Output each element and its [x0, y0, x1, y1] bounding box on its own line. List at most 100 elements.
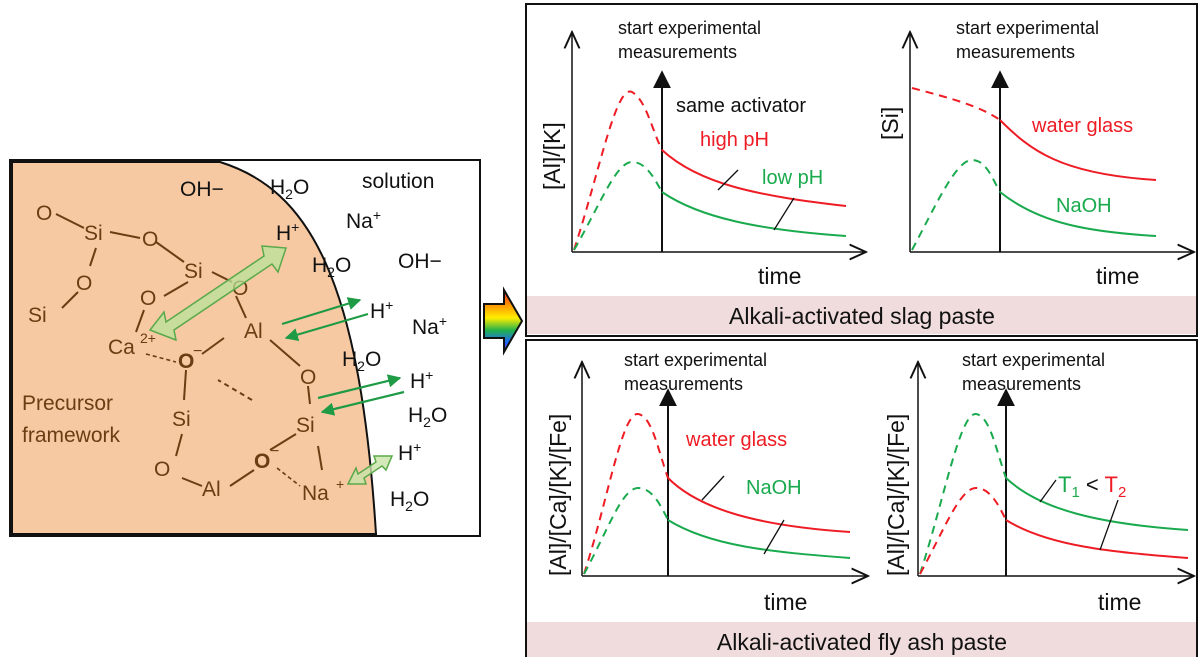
- label-pointer: [763, 519, 785, 555]
- atom-o-bridging: O: [254, 450, 270, 473]
- temperature-label: T1 < T2: [1058, 472, 1126, 501]
- y-axis-label: [Al]/[Ca]/[K]/[Fe]: [545, 414, 571, 576]
- solution-species: solution OH− H2O Na+ H+ H2O OH− H+ Na+ H…: [180, 170, 447, 514]
- label-pointer: [773, 197, 795, 231]
- atom-o-charge: −: [270, 443, 279, 460]
- proton: H+: [276, 219, 299, 245]
- chart-slag-si: start experimental measurements [Si] tim…: [877, 18, 1194, 289]
- red-solid-curve: [1005, 519, 1189, 559]
- green-dashed-curve: [919, 413, 1007, 575]
- x-axis-label: time: [764, 589, 807, 615]
- top-banner-label: Alkali-activated slag paste: [729, 303, 995, 329]
- label-pointer: [1039, 479, 1057, 503]
- atom-si: Si: [172, 408, 191, 431]
- green-solid-curve: [999, 191, 1157, 237]
- water: H2O: [408, 404, 447, 430]
- x-axis-label: time: [1098, 589, 1141, 615]
- sodium-ion: Na+: [346, 207, 381, 233]
- water: H2O: [342, 348, 381, 374]
- green-solid-curve: [1005, 477, 1189, 531]
- framework-label: Precursor: [22, 392, 113, 415]
- start-label: start experimental: [956, 18, 1099, 38]
- atom-ca: Ca: [108, 336, 135, 359]
- atom-o: O: [142, 228, 158, 251]
- transition-arrow: [483, 286, 524, 356]
- green-solid-curve: [661, 191, 847, 237]
- bottom-banner-label: Alkali-activated fly ash paste: [717, 629, 1007, 655]
- proton-release-arrow: [281, 297, 362, 326]
- chart-slag-al-k: start experimental measurements [Al]/[K]…: [539, 18, 866, 289]
- atom-si: Si: [296, 414, 315, 437]
- y-axis-label: [Al]/[K]: [539, 122, 565, 190]
- red-solid-curve: [661, 149, 847, 207]
- sodium-exchange-arrow: [346, 455, 394, 485]
- hydroxide-ion: OH−: [398, 250, 442, 273]
- red-solid-curve: [999, 119, 1157, 181]
- chart-flyash-temperature: start experimental measurements [Al]/[Ca…: [883, 350, 1194, 615]
- start-label: start experimental: [624, 350, 767, 370]
- top-banner: [527, 296, 1196, 334]
- proton: H+: [410, 367, 433, 393]
- label-pointer: [717, 169, 739, 191]
- red-dashed-curve: [911, 87, 1001, 121]
- atom-o: O: [36, 202, 52, 225]
- framework-label: framework: [22, 424, 121, 447]
- red-dashed-curve: [573, 90, 663, 251]
- ionic-bonds: [145, 353, 301, 487]
- bottom-panel-frame: [525, 339, 1198, 657]
- series-label-green: low pH: [762, 167, 823, 189]
- start-label: measurements: [956, 42, 1075, 62]
- atom-o-bridging: O: [178, 350, 194, 373]
- atom-al: Al: [244, 320, 263, 343]
- proton: H+: [398, 439, 421, 465]
- proton-release-arrow: [317, 374, 402, 400]
- atom-ca-charge: 2+: [140, 330, 156, 346]
- atom-si: Si: [184, 260, 203, 283]
- solution-label: solution: [362, 170, 434, 193]
- series-label-green: NaOH: [1056, 195, 1112, 217]
- green-dashed-curve: [583, 486, 669, 575]
- x-axis-label: time: [758, 263, 801, 289]
- atom-si: Si: [28, 304, 47, 327]
- atom-o: O: [154, 458, 170, 481]
- green-dashed-curve: [573, 160, 663, 251]
- chart-flyash-activator: start experimental measurements [Al]/[Ca…: [545, 350, 868, 615]
- x-axis-label: time: [1096, 263, 1139, 289]
- start-label: measurements: [618, 42, 737, 62]
- red-solid-curve: [667, 477, 851, 533]
- water: H2O: [270, 176, 309, 202]
- series-label-red: high pH: [700, 129, 769, 151]
- start-label: measurements: [624, 374, 743, 394]
- atom-o: O: [76, 272, 92, 295]
- start-label: measurements: [962, 374, 1081, 394]
- y-axis-label: [Al]/[Ca]/[K]/[Fe]: [883, 414, 909, 576]
- right-panel: Alkali-activated slag paste Alkali-activ…: [525, 3, 1198, 657]
- red-dashed-curve: [919, 486, 1007, 575]
- calcium-exchange-arrow: [148, 245, 288, 342]
- water: H2O: [390, 488, 429, 514]
- proton: H+: [370, 297, 393, 323]
- label-pointer: [1099, 499, 1119, 551]
- proton-uptake-arrow: [320, 390, 405, 416]
- water: H2O: [312, 254, 351, 280]
- label-pointer: [701, 475, 725, 501]
- y-axis-label: [Si]: [877, 107, 903, 140]
- atom-o: O: [140, 287, 156, 310]
- green-solid-curve: [667, 519, 851, 559]
- atom-al: Al: [202, 478, 221, 501]
- atom-o-charge: −: [193, 343, 202, 360]
- series-label-red: water glass: [1031, 115, 1133, 137]
- atom-o: O: [300, 366, 316, 389]
- atom-na: Na: [302, 482, 329, 505]
- bottom-banner: [527, 622, 1196, 657]
- start-label: start experimental: [618, 18, 761, 38]
- annotation: same activator: [676, 95, 806, 117]
- start-label: start experimental: [962, 350, 1105, 370]
- atom-si: Si: [84, 222, 103, 245]
- red-dashed-curve: [583, 413, 669, 575]
- atom-na-charge: +: [336, 476, 344, 492]
- left-panel: O Si O O Si Si O O Ca 2+ Al O − O Si Si …: [9, 159, 481, 537]
- sodium-ion: Na+: [412, 313, 447, 339]
- series-label-red: water glass: [685, 429, 787, 451]
